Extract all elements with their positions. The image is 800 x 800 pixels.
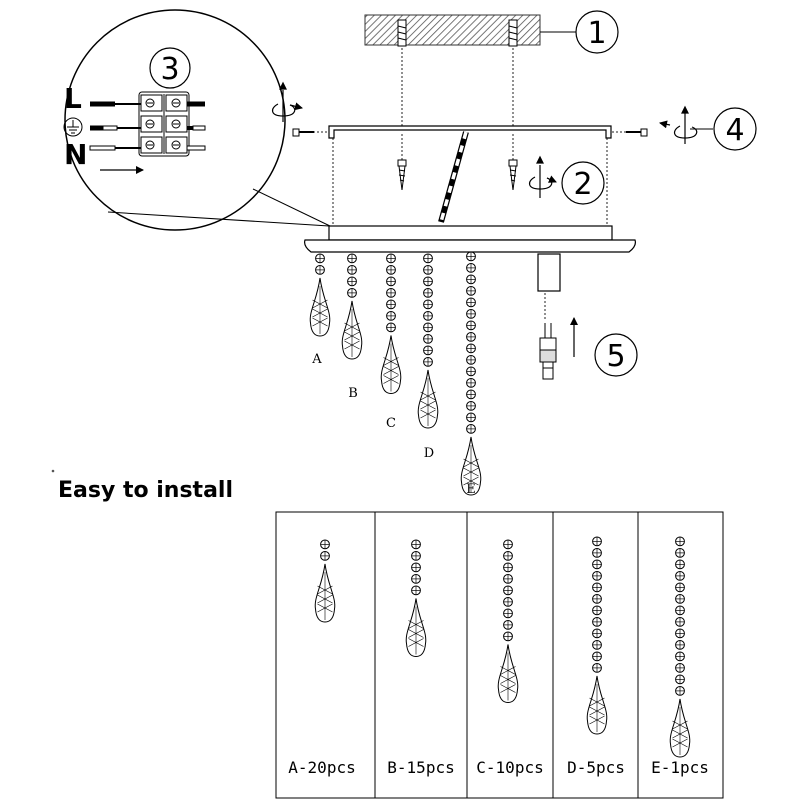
stray-dot	[51, 469, 55, 473]
table-pendant-b	[405, 539, 427, 658]
terminal-block	[138, 91, 190, 157]
quantity-label-a: A-20pcs	[288, 758, 355, 777]
pendant-letter-c: C	[386, 416, 396, 431]
pendant-a	[309, 253, 331, 337]
ground-icon	[63, 117, 83, 137]
step-3-marker: 3	[149, 47, 191, 89]
fixture-wires	[186, 101, 206, 151]
quantity-label-c: C-10pcs	[476, 758, 543, 777]
bulb-icon	[539, 323, 557, 380]
table-pendant-d	[586, 536, 608, 735]
quantity-label-e: E-1pcs	[651, 758, 709, 777]
svg-text:5: 5	[606, 339, 625, 374]
quantity-label-d: D-5pcs	[567, 758, 625, 777]
pendant-b	[341, 253, 363, 360]
pendant-e	[460, 251, 482, 496]
rotate-arrow-icon	[659, 105, 698, 144]
quantity-label-b: B-15pcs	[387, 758, 454, 777]
rotate-arrow-icon	[272, 81, 303, 122]
svg-text:4: 4	[725, 113, 744, 148]
svg-text:3: 3	[160, 52, 179, 87]
side-screws	[292, 128, 648, 137]
table-pendant-e	[669, 536, 691, 758]
power-cable	[438, 131, 469, 223]
wiring-zoom-callout	[64, 9, 331, 231]
pendant-letter-a: A	[311, 352, 322, 367]
table-pendant-c	[497, 539, 519, 704]
page-title: Easy to install	[58, 478, 234, 503]
alignment-guides	[305, 48, 636, 320]
pendant-d	[417, 253, 439, 429]
step-4-marker: 4	[690, 107, 757, 151]
mounting-bracket	[328, 125, 612, 139]
canopy-base	[304, 225, 636, 253]
step-1-marker: 1	[540, 10, 619, 54]
parts-table	[275, 511, 724, 799]
table-pendant-a	[314, 539, 336, 623]
pendant-letter-b: B	[348, 386, 358, 401]
neutral-terminal-label: N	[64, 138, 87, 171]
pendant-letter-e: E	[466, 482, 476, 497]
pendant-c	[380, 253, 402, 395]
rotate-arrow-icon	[529, 155, 557, 198]
step-5-marker: 5	[594, 333, 638, 377]
svg-text:2: 2	[573, 167, 592, 202]
ceiling-anchors	[397, 19, 518, 47]
svg-text:1: 1	[587, 16, 606, 51]
upper-pendants	[309, 251, 482, 496]
table-pendants	[314, 536, 691, 758]
live-terminal-label: L	[64, 82, 82, 115]
pendant-letter-d: D	[424, 446, 434, 461]
step-2-marker: 2	[561, 161, 605, 205]
lamp-socket	[537, 253, 561, 292]
hanging-screws	[397, 159, 518, 191]
supply-wires	[89, 101, 141, 151]
